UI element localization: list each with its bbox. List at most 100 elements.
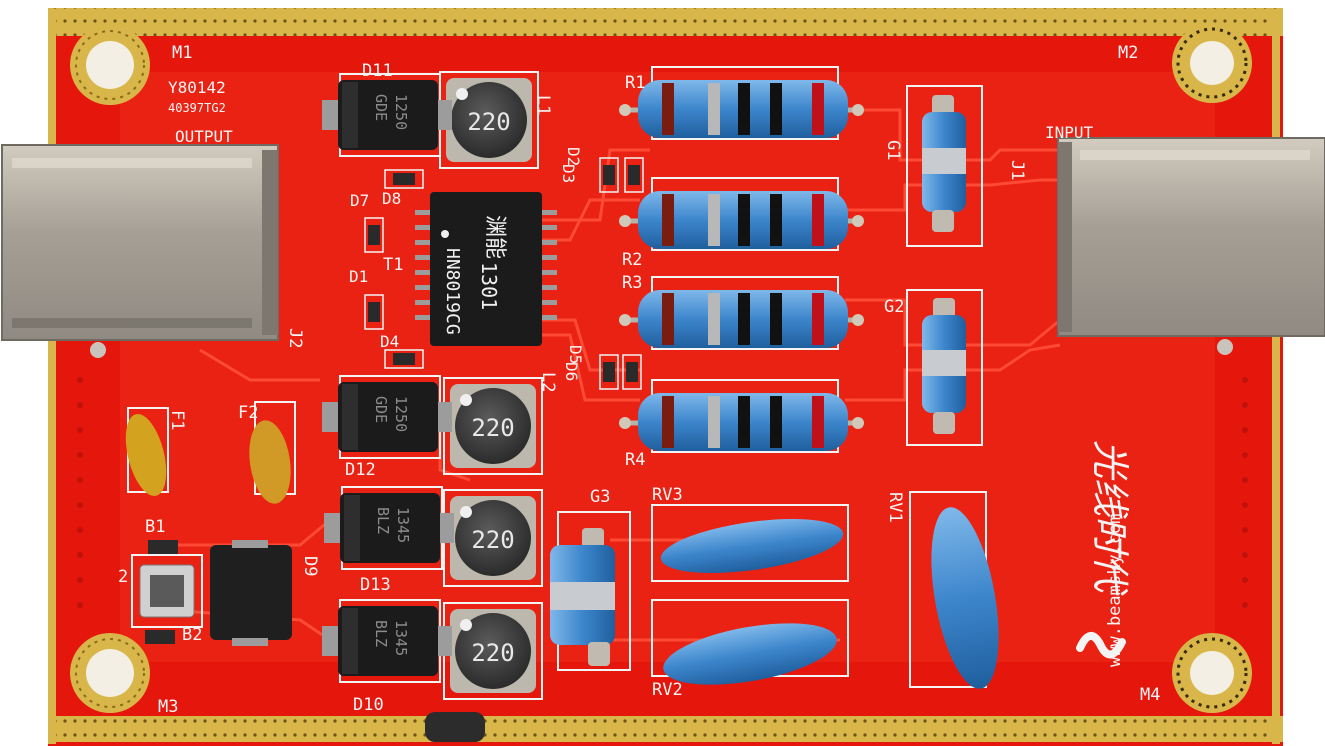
svg-text:GDE: GDE — [372, 94, 390, 121]
diode-label: D11 — [362, 61, 393, 81]
label-r2: R2 — [622, 250, 642, 270]
gas-tube-g2 — [906, 289, 983, 446]
input-label: INPUT — [1045, 123, 1094, 142]
label-m3: M3 — [158, 697, 178, 717]
label-rv1: RV1 — [885, 492, 905, 523]
label-r4: R4 — [625, 450, 645, 470]
label-l2: L2 — [538, 372, 558, 392]
label-m2: M2 — [1118, 43, 1138, 63]
inductor-1: 220 — [439, 71, 539, 169]
board-code-1: Y80142 — [168, 78, 226, 97]
mounting-hole-m3 — [70, 633, 150, 713]
diode-d2: D2 — [564, 147, 619, 193]
diode-label: D2 — [564, 147, 583, 166]
label-m1: M1 — [172, 43, 192, 63]
resistor-r3 — [619, 276, 864, 350]
diode-label: D6 — [562, 362, 581, 381]
svg-text:BLZ: BLZ — [374, 507, 392, 534]
label-g1: G1 — [883, 140, 903, 160]
label-j1: J1 — [1007, 160, 1027, 180]
diode-label: D12 — [345, 460, 376, 480]
label-r3: R3 — [622, 273, 642, 293]
diode-label: D3 — [559, 164, 578, 183]
diode-label: D13 — [360, 575, 391, 595]
svg-text:GDE: GDE — [372, 396, 390, 423]
diode-d4: D4 — [380, 332, 424, 369]
gas-tube-g1 — [906, 85, 983, 247]
diode-d8: D8 — [382, 169, 424, 208]
label-j2: J2 — [285, 328, 305, 348]
inductor-marking: 220 — [467, 108, 510, 136]
inductor-3: 220 — [443, 489, 543, 587]
rj45-connector-input — [1057, 137, 1325, 355]
bridge-component — [131, 540, 292, 646]
svg-text:1250: 1250 — [392, 396, 410, 432]
silkscreen-labels: Y80142 40397TG2 OUTPUT INPUT 光线时代 www.be… — [118, 43, 1160, 717]
transformer-brand-mark: 渊能 — [482, 215, 507, 259]
inductor-marking: 220 — [471, 414, 514, 442]
svg-text:1250: 1250 — [392, 94, 410, 130]
diode-label: D9 — [300, 556, 320, 576]
label-rv3: RV3 — [652, 485, 683, 505]
svg-text:1345: 1345 — [392, 620, 410, 656]
label-g3: G3 — [590, 487, 610, 507]
gas-tube-g3 — [550, 511, 631, 671]
label-t1: T1 — [383, 255, 403, 275]
diode-d6: D6 — [562, 354, 642, 390]
label-bridge-2: 2 — [118, 567, 128, 587]
bottom-edge-plating — [48, 716, 1283, 742]
label-g2: G2 — [884, 297, 904, 317]
fuse-f1 — [125, 407, 169, 496]
transformer-part-number: HN8019CG — [442, 248, 463, 335]
diode-label: D4 — [380, 332, 399, 351]
diode-label: D5 — [566, 345, 585, 364]
label-rv2: RV2 — [652, 680, 683, 700]
label-f2: F2 — [238, 403, 258, 423]
varistor-rv2 — [651, 599, 849, 685]
left-edge-plating — [48, 10, 56, 744]
inductor-group: 220 220 220 220 — [439, 71, 543, 700]
transformer-marking: 1301 — [477, 262, 501, 310]
mounting-hole-m1 — [70, 25, 150, 105]
svg-text:BLZ: BLZ — [372, 620, 390, 647]
resistor-group — [619, 66, 864, 453]
svg-text:1345: 1345 — [394, 507, 412, 543]
top-edge-plating — [48, 8, 1283, 36]
inductor-marking: 220 — [471, 526, 514, 554]
label-f1: F1 — [167, 410, 187, 430]
output-label: OUTPUT — [175, 127, 233, 146]
brand-chinese-name: 光线时代 — [1088, 440, 1132, 596]
right-edge-plating — [1272, 10, 1280, 744]
transformer-t1: 渊能 1301 HN8019CG — [415, 192, 557, 346]
diode-label: D1 — [349, 267, 368, 286]
resistor-r2 — [619, 177, 864, 251]
label-b2: B2 — [182, 625, 202, 645]
inductor-4: 220 — [443, 602, 543, 700]
diode-d1: D1 — [349, 267, 384, 330]
board-code-2: 40397TG2 — [168, 101, 226, 115]
mounting-hole-m4 — [1172, 633, 1252, 713]
diode-label: D7 — [350, 191, 369, 210]
mounting-hole-m2 — [1172, 23, 1252, 103]
label-r1: R1 — [625, 73, 645, 93]
brand-url: www.beamsky.com — [1105, 513, 1125, 667]
varistor-rv1 — [909, 491, 999, 689]
edge-solder-blob — [425, 712, 485, 742]
label-l1: L1 — [533, 95, 553, 115]
inductor-2: 220 — [443, 377, 543, 475]
inductor-marking: 220 — [471, 639, 514, 667]
diode-label: D8 — [382, 189, 401, 208]
fuse-f2 — [249, 401, 296, 504]
varistor-rv3 — [651, 504, 849, 582]
resistor-r4 — [619, 379, 864, 453]
diode-d7: D7 — [350, 191, 384, 253]
label-b1: B1 — [145, 517, 165, 537]
diode-label: D10 — [353, 695, 384, 715]
rj45-connector-output — [1, 144, 279, 358]
